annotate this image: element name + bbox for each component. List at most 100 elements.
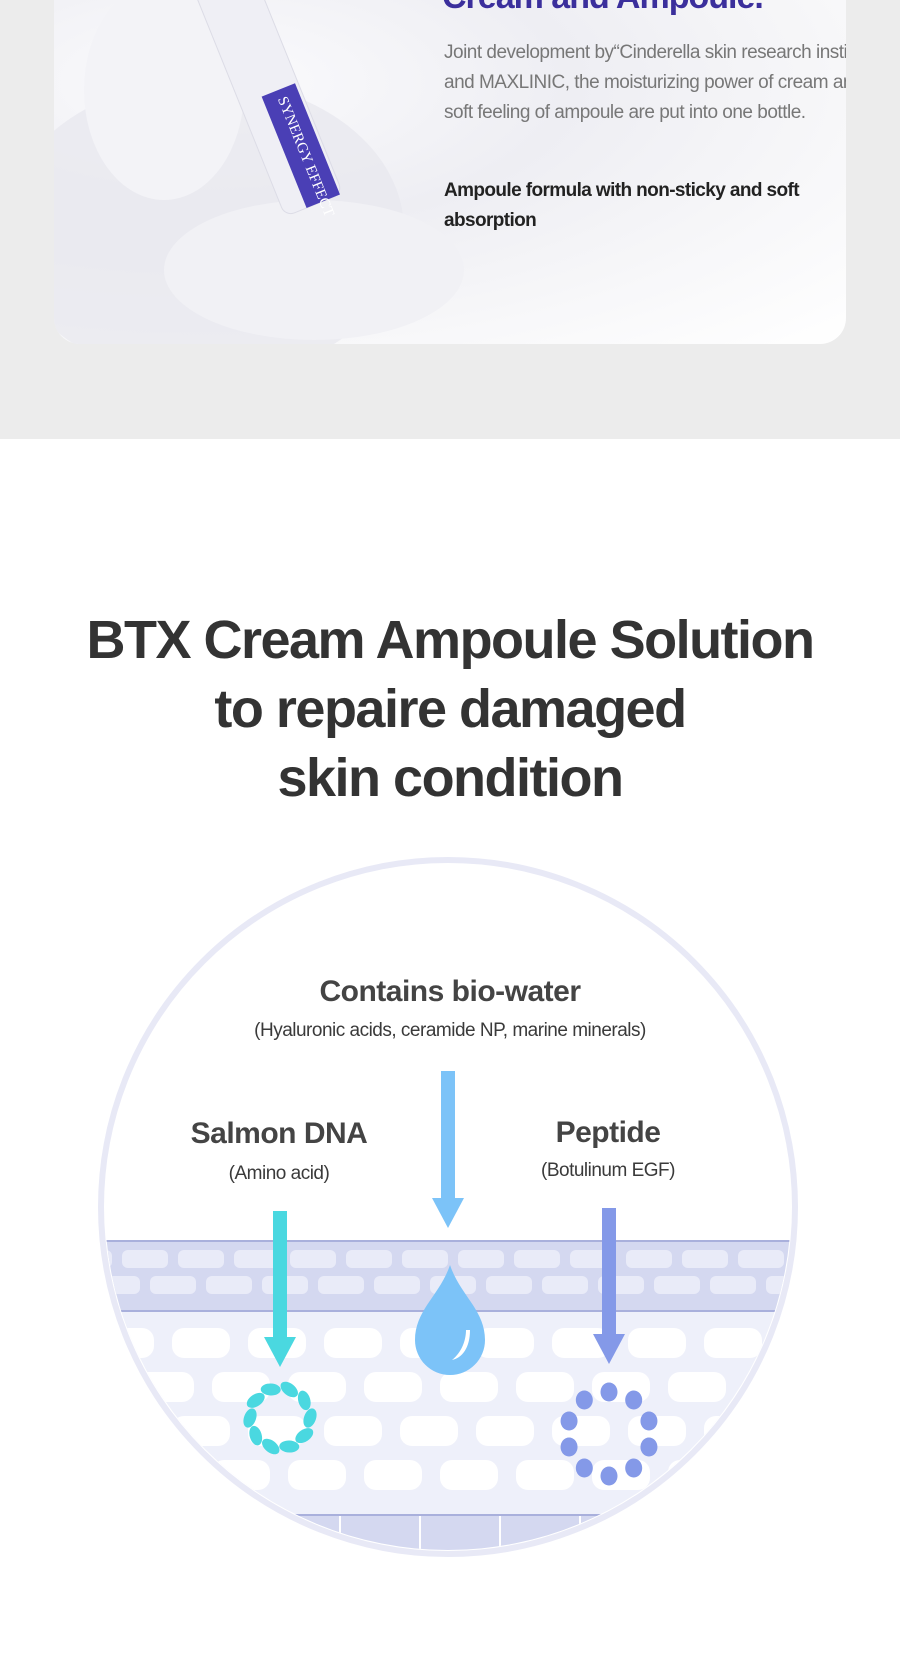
dermis-cell [324, 1328, 382, 1358]
arrow-head-icon [264, 1337, 296, 1367]
dermis-cell [0, 1416, 2, 1446]
dermis-cell [248, 1416, 306, 1446]
skin-cell [850, 1250, 896, 1268]
drop-highlight [452, 1330, 470, 1360]
skin-cell [38, 1276, 84, 1294]
dermis-cell [516, 1460, 574, 1490]
teardrop-ring-icon [249, 1425, 263, 1446]
teardrop-ring-icon [262, 1438, 280, 1455]
promo-title: Cream and Ampoule. [442, 0, 764, 17]
dermis-cell [516, 1372, 574, 1402]
ingredient-bio-water-name: Contains bio-water [319, 975, 581, 1008]
ingredient-salmon-dna-detail: (Amino acid) [228, 1163, 330, 1184]
skin-cell [206, 1276, 252, 1294]
teardrop-ring-icon [303, 1408, 317, 1428]
heading-line: skin condition [277, 748, 624, 808]
skin-cell [178, 1250, 224, 1268]
dermis-cell [105, 1372, 118, 1402]
dermis-cell [476, 1328, 534, 1358]
dot-ring-icon [560, 1437, 578, 1457]
skin-cell [682, 1250, 728, 1268]
skin-cell [290, 1250, 336, 1268]
teardrop-ring-icon [297, 1390, 311, 1411]
arrow-shaft [441, 1071, 455, 1202]
dot-ring-icon [600, 1466, 618, 1486]
dot-ring-icon [575, 1390, 593, 1410]
skin-cell [878, 1276, 900, 1294]
dermis-cell [896, 1460, 900, 1490]
dermis-cell [628, 1328, 686, 1358]
skin-cell [794, 1250, 840, 1268]
dermis-cell [856, 1416, 900, 1446]
skin-cell [514, 1250, 560, 1268]
dot-ring-icon [640, 1411, 658, 1431]
dermis-cell [440, 1372, 498, 1402]
dermis-cell [0, 1460, 42, 1490]
dot-ring-icon [625, 1390, 643, 1410]
ingredient-bio-water-detail: (Hyaluronic acids, ceramide NP, marine m… [254, 1020, 646, 1041]
dermis-cell [440, 1460, 498, 1490]
dermis-cell [20, 1328, 78, 1358]
teardrop-ring-icon [243, 1408, 257, 1428]
dermis-cell [744, 1460, 791, 1490]
skin-cell [626, 1250, 672, 1268]
ingredient-peptide-name: Peptide [555, 1116, 661, 1149]
teardrop-ring-icon [280, 1381, 298, 1398]
teardrop-ring-icon [295, 1428, 314, 1444]
skin-cell [10, 1250, 56, 1268]
base-layer [105, 1514, 791, 1550]
dot-ring-icon [575, 1458, 593, 1478]
dermis-cell [0, 1372, 42, 1402]
skin-cell [0, 1276, 28, 1294]
skin-cell [710, 1276, 756, 1294]
dermis-cell [324, 1416, 382, 1446]
dermis-cell [136, 1460, 194, 1490]
water-drop-icon [415, 1265, 485, 1375]
dermis-cell [668, 1372, 726, 1402]
skin-cell [738, 1250, 784, 1268]
skin-cell [458, 1250, 504, 1268]
dermis-cell [105, 1416, 154, 1446]
heading-line: to repaire damaged [214, 679, 687, 739]
skin-cell [374, 1276, 420, 1294]
dermis-cell [704, 1328, 762, 1358]
skin-cell [122, 1250, 168, 1268]
dermis-cell [780, 1328, 791, 1358]
product-section: SYNERGY EFFECT Cream and Ampoule. Joint … [0, 0, 900, 439]
ingredient-peptide-detail: (Botulinum EGF) [541, 1160, 675, 1181]
promo-description: Joint development by“Cinderella skin res… [444, 42, 846, 123]
product-card: SYNERGY EFFECT Cream and Ampoule. Joint … [54, 0, 846, 344]
dermis-cell [20, 1416, 78, 1446]
dermis-cell [400, 1416, 458, 1446]
dot-ring-icon [560, 1411, 578, 1431]
dot-ring-icon [625, 1458, 643, 1478]
heading-line: BTX Cream Ampoule Solution [86, 610, 815, 670]
cream-splash-image: SYNERGY EFFECT [54, 0, 464, 344]
dermis-cell [476, 1416, 534, 1446]
skin-cell [105, 1276, 140, 1294]
dermis-cell [288, 1460, 346, 1490]
skin-cell [542, 1276, 588, 1294]
solution-heading: BTX Cream Ampoule Solution to repaire da… [0, 606, 900, 813]
skin-cell [402, 1250, 448, 1268]
dermis-cell [288, 1372, 346, 1402]
teardrop-ring-icon [260, 1383, 281, 1396]
skin-cell [486, 1276, 532, 1294]
teardrop-ring-icon [279, 1440, 300, 1453]
dermis-cell [820, 1460, 878, 1490]
ingredient-salmon-dna-name: Salmon DNA [190, 1117, 368, 1150]
dermis-cell [0, 1328, 2, 1358]
dermis-cell [364, 1460, 422, 1490]
skin-cell [234, 1250, 280, 1268]
arrow-head-icon [593, 1334, 625, 1364]
dermis-cell [364, 1372, 422, 1402]
skin-cell [654, 1276, 700, 1294]
skin-diagram [0, 857, 900, 1557]
skin-cell [346, 1250, 392, 1268]
teardrop-ring-icon [246, 1392, 265, 1408]
skin-cell [318, 1276, 364, 1294]
skin-cell [822, 1276, 868, 1294]
dermis-cell [856, 1328, 900, 1358]
dermis-cell [172, 1328, 230, 1358]
dermis-cell [780, 1416, 791, 1446]
